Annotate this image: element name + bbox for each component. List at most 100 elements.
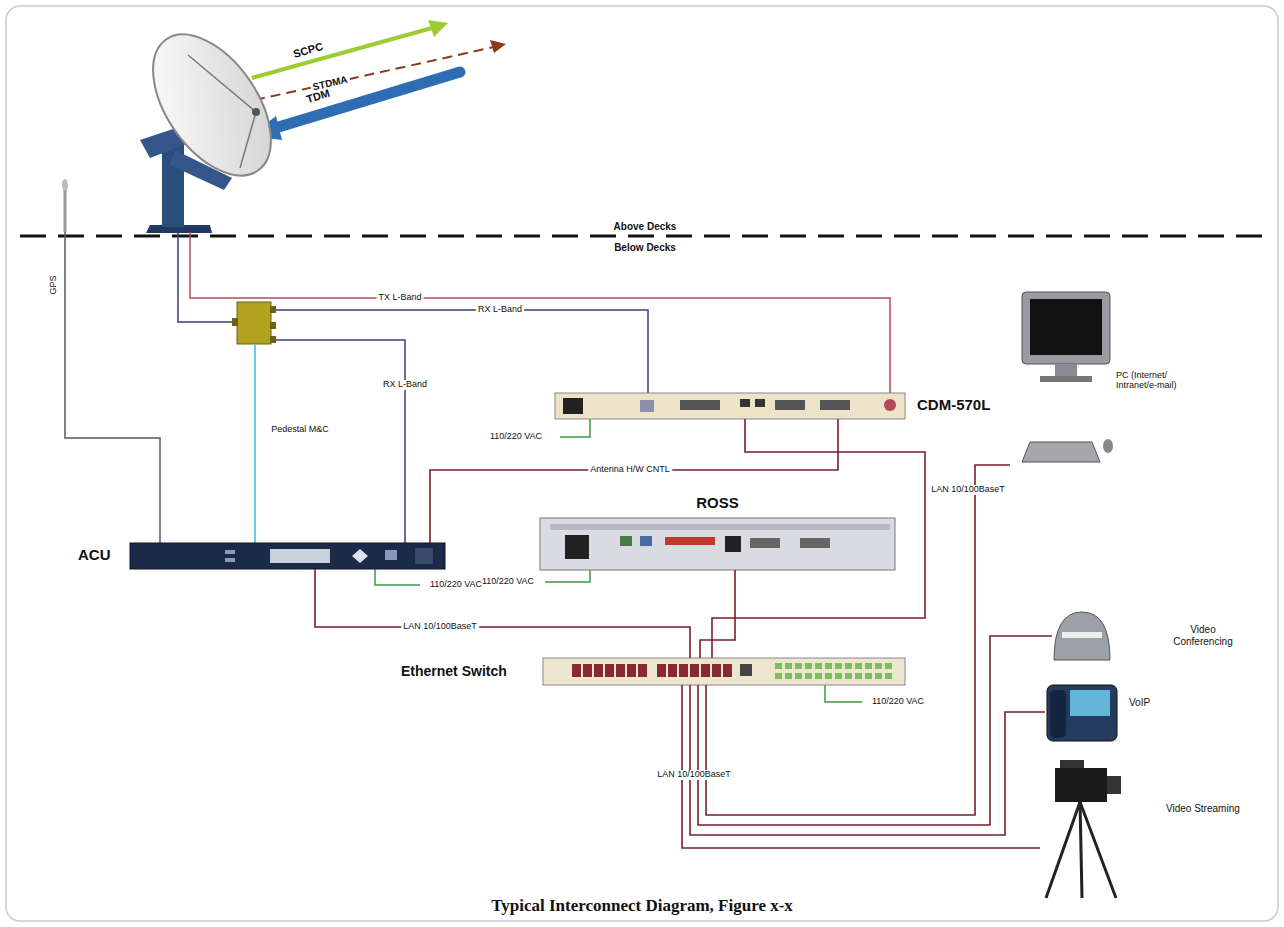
signal-label: RX L-Band — [381, 380, 429, 390]
acu-unit-part — [130, 543, 445, 569]
cable-label: LAN 10/100BaseT — [655, 770, 733, 780]
device-box: Video Conferencing — [1052, 610, 1112, 662]
device-name: VoIP — [1129, 697, 1150, 709]
ethernet-switch-unit-part-part — [572, 664, 581, 677]
figure-caption: Typical Interconnect Diagram, Figure x-x — [0, 896, 1284, 916]
device-box: VoIP — [1045, 683, 1120, 743]
antenna-part — [129, 14, 294, 197]
ethernet-switch-unit-part-part — [785, 663, 792, 669]
signal-label: 110/220 VAC — [490, 432, 542, 442]
lan-cable — [430, 419, 838, 543]
ethernet-switch-unit-part-part — [594, 664, 603, 677]
ethernet-switch-unit-part-part — [795, 673, 802, 679]
lan-cable — [682, 685, 1040, 848]
rf-cables-part — [65, 232, 160, 543]
gps-antenna-part — [62, 179, 68, 191]
ross-server-part — [665, 537, 715, 545]
pc-icon-part — [1040, 376, 1092, 382]
device-box: Ethernet Switch — [543, 658, 905, 685]
rf-cables-part — [190, 232, 890, 393]
device-name: ACU — [78, 546, 111, 563]
ethernet-switch-unit-part-part — [805, 663, 812, 669]
ethernet-switch-unit-part-part — [638, 664, 647, 677]
ethernet-switch-unit-part-part — [845, 673, 852, 679]
pc-icon — [1022, 292, 1113, 462]
device-box: ROSS — [540, 518, 895, 570]
voip-phone-icon — [1047, 685, 1117, 741]
ethernet-switch-unit-part-part — [815, 663, 822, 669]
signal-label: Above Decks — [612, 221, 679, 232]
cdm-570l-unit-part — [680, 400, 720, 410]
splitter-part — [270, 322, 276, 329]
rf-cables-part — [178, 232, 232, 322]
video-camera-icon-part — [1080, 802, 1082, 898]
antenna-part — [252, 108, 260, 116]
video-conferencing-icon-part — [1062, 632, 1102, 638]
video-conferencing-icon-part — [1054, 612, 1110, 660]
cdm-570l-unit-part — [775, 400, 805, 410]
ethernet-switch-unit-part-part — [616, 664, 625, 677]
video-camera-icon-part — [1046, 802, 1080, 898]
ross-server-part — [550, 524, 890, 530]
ross-server-part — [565, 535, 589, 559]
pc-icon-part — [1055, 364, 1077, 376]
signal-label: GPS — [49, 275, 59, 294]
device-name: Video Streaming — [1166, 803, 1240, 815]
ethernet-switch-unit-part-part — [805, 673, 812, 679]
ethernet-switch-unit-part-part — [627, 664, 636, 677]
power-cords-part — [560, 419, 590, 437]
ross-server — [540, 518, 895, 570]
device-name: Video Conferencing — [1162, 624, 1244, 647]
lan-cable — [706, 465, 1010, 815]
lan-cable — [698, 636, 1052, 825]
cdm-570l-unit-part — [740, 399, 750, 407]
ethernet-switch-unit-part-part — [875, 673, 882, 679]
cable-label: Antenna H/W CNTL — [588, 465, 672, 475]
ethernet-switch-unit-part-part — [740, 664, 752, 676]
ethernet-switch-unit-part-part — [865, 673, 872, 679]
pc-icon-part — [1022, 292, 1110, 364]
splitter-part — [237, 302, 271, 344]
ethernet-switch-unit-part-part — [835, 673, 842, 679]
cdm-570l-unit-part — [884, 399, 896, 411]
splitter-part — [270, 336, 276, 343]
ethernet-switch-unit-part-part — [723, 664, 732, 677]
ethernet-switch-unit-part-part — [865, 663, 872, 669]
ethernet-switch-unit-part-part — [885, 663, 892, 669]
device-box: PC (Internet/ Intranet/e-mail) — [1010, 290, 1122, 470]
device-name: PC (Internet/ Intranet/e-mail) — [1116, 370, 1206, 391]
ethernet-switch-unit-part-part — [855, 663, 862, 669]
ethernet-switch-unit-part-part — [825, 673, 832, 679]
video-camera-icon-part — [1060, 760, 1084, 768]
deck-line — [20, 236, 1270, 237]
antenna-part — [188, 55, 256, 112]
signal-label: TDM — [305, 87, 331, 106]
link-arrows-part — [428, 20, 448, 37]
cdm-570l-unit — [555, 393, 905, 419]
link-arrows-part — [252, 28, 432, 78]
rf-cables-part — [276, 310, 648, 393]
video-camera-icon-part — [1055, 768, 1107, 802]
acu-unit-part — [225, 550, 235, 554]
rf-cables-part — [276, 340, 405, 543]
power-cords-part — [375, 569, 420, 585]
rf-cables-part — [254, 344, 256, 543]
ethernet-switch-unit-part-part — [785, 673, 792, 679]
signal-label: Pedestal M&C — [271, 425, 329, 435]
deck-line-part — [20, 235, 1270, 238]
signal-label: 110/220 VAC — [430, 580, 482, 590]
acu-unit-part — [352, 549, 368, 563]
signal-label: 110/220 VAC — [482, 577, 534, 587]
ethernet-switch-unit-part-part — [855, 673, 862, 679]
ross-server-part — [725, 536, 741, 552]
acu-unit-part — [270, 549, 330, 563]
cable-label: LAN 10/100BaseT — [401, 622, 479, 632]
ethernet-switch-unit-part-part — [885, 673, 892, 679]
lan-cable — [315, 569, 690, 658]
device-name: ROSS — [540, 494, 895, 511]
ethernet-switch-unit-part-part — [815, 673, 822, 679]
